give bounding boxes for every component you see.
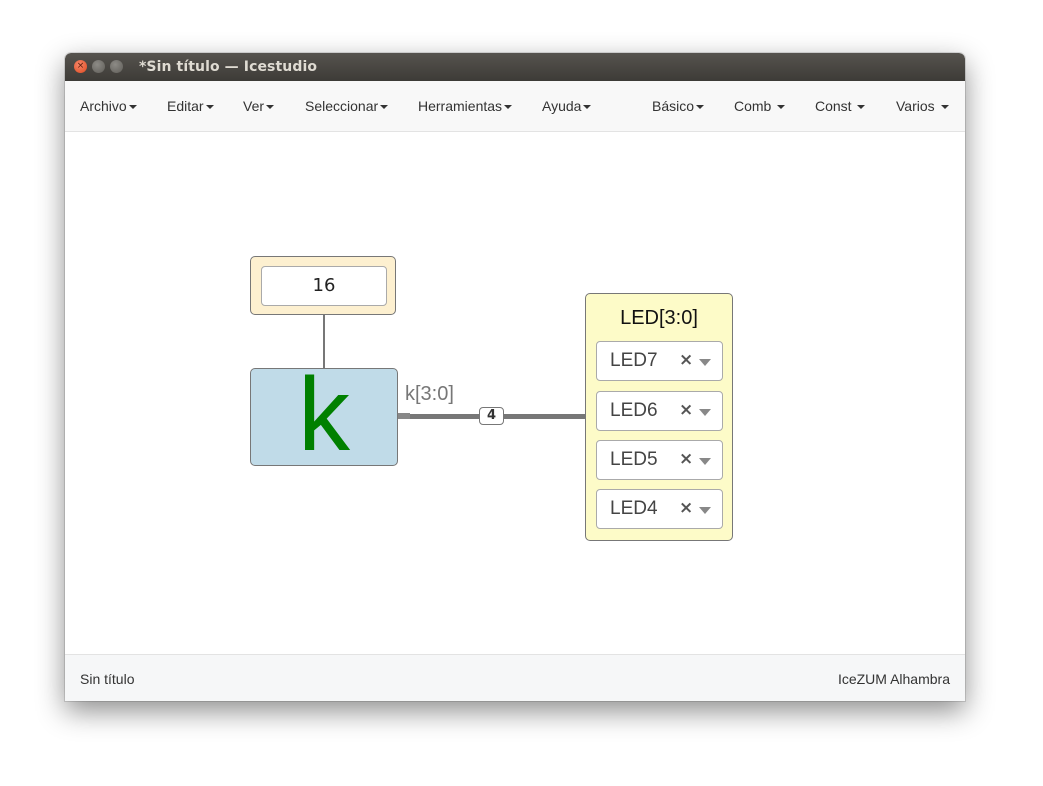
maximize-window-icon[interactable] [110, 60, 123, 73]
board-selector[interactable]: IceZUM Alhambra [837, 671, 950, 687]
menu-varios[interactable]: Varios [896, 98, 949, 114]
caret-down-icon [266, 105, 275, 110]
clear-icon[interactable]: × [679, 498, 694, 518]
menu-varios-label: Varios [896, 98, 935, 114]
pin-select-value: LED5 [610, 449, 658, 470]
caret-down-icon [380, 105, 389, 110]
menu-seleccionar[interactable]: Seleccionar [305, 98, 389, 114]
pin-select[interactable]: LED7 × [596, 341, 723, 381]
caret-down-icon [696, 105, 705, 110]
menu-herramientas-label: Herramientas [418, 98, 503, 114]
pin-select-value: LED7 [610, 350, 658, 371]
menu-ver-label: Ver [243, 98, 265, 114]
output-port-label: k[3:0] [405, 383, 454, 405]
code-block-letter: k [298, 368, 350, 466]
caret-down-icon [857, 105, 866, 110]
menu-basico[interactable]: Básico [652, 98, 705, 114]
clear-icon[interactable]: × [679, 449, 694, 469]
caret-down-icon [504, 105, 513, 110]
menu-basico-label: Básico [652, 98, 695, 114]
minimize-window-icon[interactable] [92, 60, 105, 73]
dropdown-arrow-icon[interactable] [699, 458, 711, 465]
app-window: × *Sin título — Icestudio Archivo Editar… [65, 53, 965, 701]
menu-archivo[interactable]: Archivo [80, 98, 137, 114]
dropdown-arrow-icon[interactable] [699, 507, 711, 514]
menu-bar: Archivo Editar Ver Seleccionar Herramien… [65, 81, 965, 132]
bus-wire-stub[interactable] [398, 413, 410, 419]
pin-select[interactable]: LED5 × [596, 440, 723, 480]
menu-ayuda-label: Ayuda [542, 98, 582, 114]
menu-editar-label: Editar [167, 98, 204, 114]
clear-icon[interactable]: × [679, 350, 694, 370]
menu-herramientas[interactable]: Herramientas [418, 98, 513, 114]
pin-select-value: LED4 [610, 498, 658, 519]
pin-select[interactable]: LED4 × [596, 489, 723, 529]
code-block[interactable]: k [250, 368, 398, 466]
output-led-block[interactable]: LED[3:0] LED7 × LED6 × LED5 × LED4 × [585, 293, 733, 541]
caret-down-icon [583, 105, 592, 110]
status-bar: Sin título IceZUM Alhambra [65, 654, 965, 701]
clear-icon[interactable]: × [679, 400, 694, 420]
pin-select-value: LED6 [610, 400, 658, 421]
menu-const-label: Const [815, 98, 852, 114]
menu-archivo-label: Archivo [80, 98, 127, 114]
menu-ver[interactable]: Ver [243, 98, 275, 114]
pin-select[interactable]: LED6 × [596, 391, 723, 431]
menu-comb[interactable]: Comb [734, 98, 786, 114]
design-canvas[interactable]: 16 k k[3:0] 4 LED[3:0] LED7 × LED6 × LED… [65, 132, 965, 654]
project-name: Sin título [80, 671, 135, 687]
close-window-icon[interactable]: × [74, 60, 87, 73]
menu-comb-label: Comb [734, 98, 772, 114]
window-title: *Sin título — Icestudio [139, 59, 318, 75]
caret-down-icon [777, 105, 786, 110]
caret-down-icon [128, 105, 137, 110]
constant-value-input[interactable]: 16 [261, 266, 387, 306]
dropdown-arrow-icon[interactable] [699, 359, 711, 366]
constant-wire[interactable] [323, 315, 325, 368]
menu-const[interactable]: Const [815, 98, 866, 114]
menu-seleccionar-label: Seleccionar [305, 98, 379, 114]
caret-down-icon [205, 105, 214, 110]
menu-editar[interactable]: Editar [167, 98, 214, 114]
title-bar[interactable]: × *Sin título — Icestudio [65, 53, 965, 81]
menu-ayuda[interactable]: Ayuda [542, 98, 592, 114]
output-block-title: LED[3:0] [620, 307, 698, 329]
caret-down-icon [940, 105, 949, 110]
bus-width-badge: 4 [479, 407, 504, 425]
dropdown-arrow-icon[interactable] [699, 409, 711, 416]
constant-block[interactable]: 16 [250, 256, 396, 315]
